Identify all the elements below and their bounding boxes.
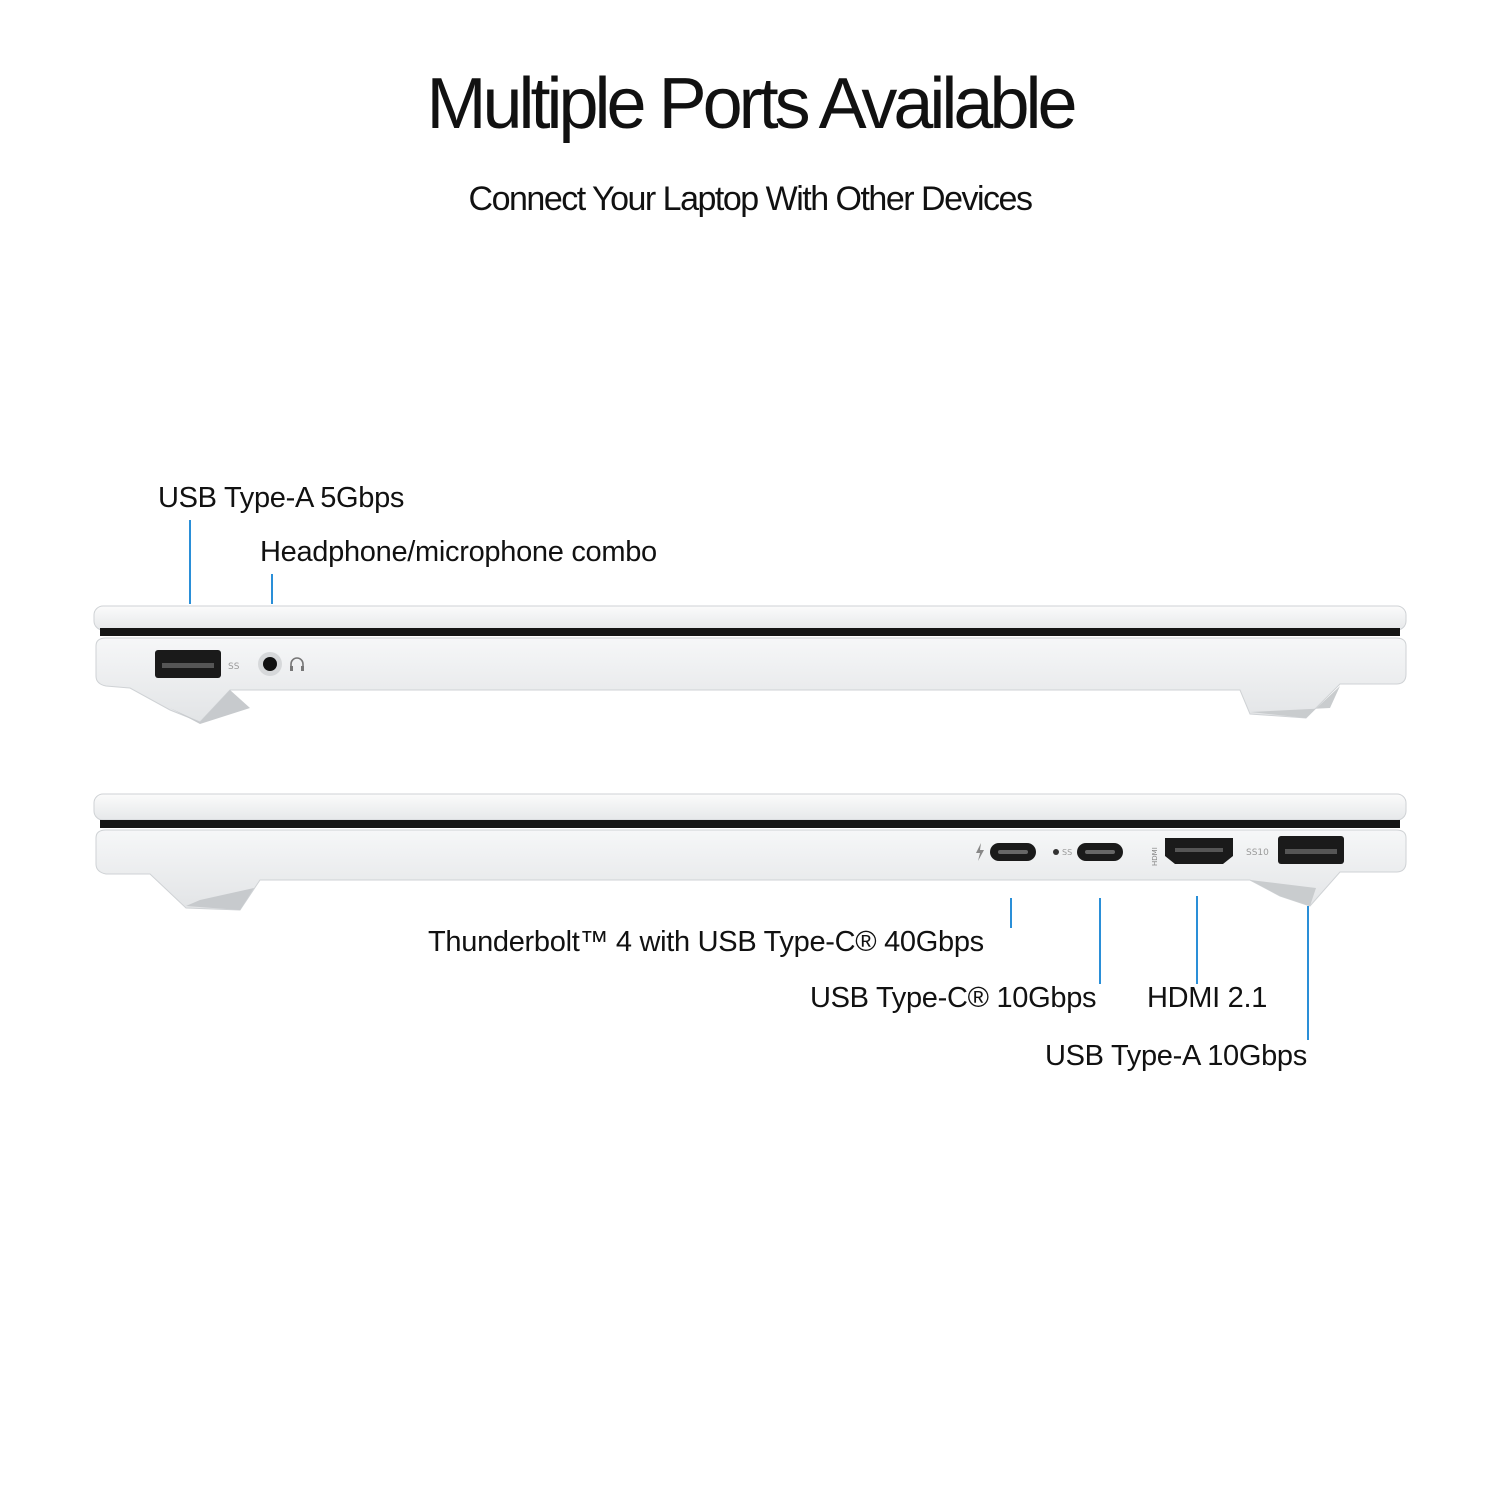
- page-subtitle: Connect Your Laptop With Other Devices: [468, 180, 1033, 218]
- leader-line-usb-a-10gbps: [1307, 906, 1309, 1040]
- svg-text:SS: SS: [228, 662, 240, 672]
- thunderbolt-icon: [976, 843, 984, 861]
- usb-c-port-icon: [990, 843, 1036, 861]
- headset-icon: [290, 657, 304, 671]
- leader-line-hdmi: [1196, 896, 1198, 984]
- usb-a-port-icon: [155, 650, 221, 678]
- usb-c-port-icon: [1077, 843, 1123, 861]
- svg-text:HDMI: HDMI: [1151, 847, 1159, 866]
- laptop-right-side-view: [93, 793, 1407, 911]
- leader-line-usb-a-5gbps: [189, 520, 191, 604]
- label-usb-c-10gbps: USB Type-C® 10Gbps: [810, 982, 1097, 1014]
- label-usb-a-10gbps: USB Type-A 10Gbps: [1045, 1040, 1307, 1072]
- label-headphone-combo: Headphone/microphone combo: [260, 536, 657, 568]
- hdmi-logo-icon: HDMI: [1151, 847, 1159, 866]
- label-thunderbolt-4: Thunderbolt™ 4 with USB Type-C® 40Gbps: [428, 926, 984, 958]
- page-title: Multiple Ports Available: [426, 64, 1077, 144]
- leader-line-thunderbolt: [1010, 898, 1012, 928]
- audio-jack-icon: [258, 652, 282, 676]
- usb-speed-icon: SS: [228, 662, 240, 672]
- charging-indicator-icon: SS: [1053, 848, 1072, 857]
- leader-line-usb-c-10gbps: [1099, 898, 1101, 984]
- svg-text:SS: SS: [1062, 848, 1072, 857]
- usb-speed-icon: SS10: [1246, 848, 1269, 858]
- hdmi-port-icon: [1165, 838, 1233, 864]
- label-usb-a-5gbps: USB Type-A 5Gbps: [158, 482, 405, 514]
- label-hdmi: HDMI 2.1: [1147, 982, 1268, 1014]
- leader-line-headphone-combo: [271, 574, 273, 604]
- usb-a-port-icon: [1278, 836, 1344, 864]
- laptop-left-side-view: [93, 605, 1407, 724]
- svg-text:SS10: SS10: [1246, 848, 1269, 858]
